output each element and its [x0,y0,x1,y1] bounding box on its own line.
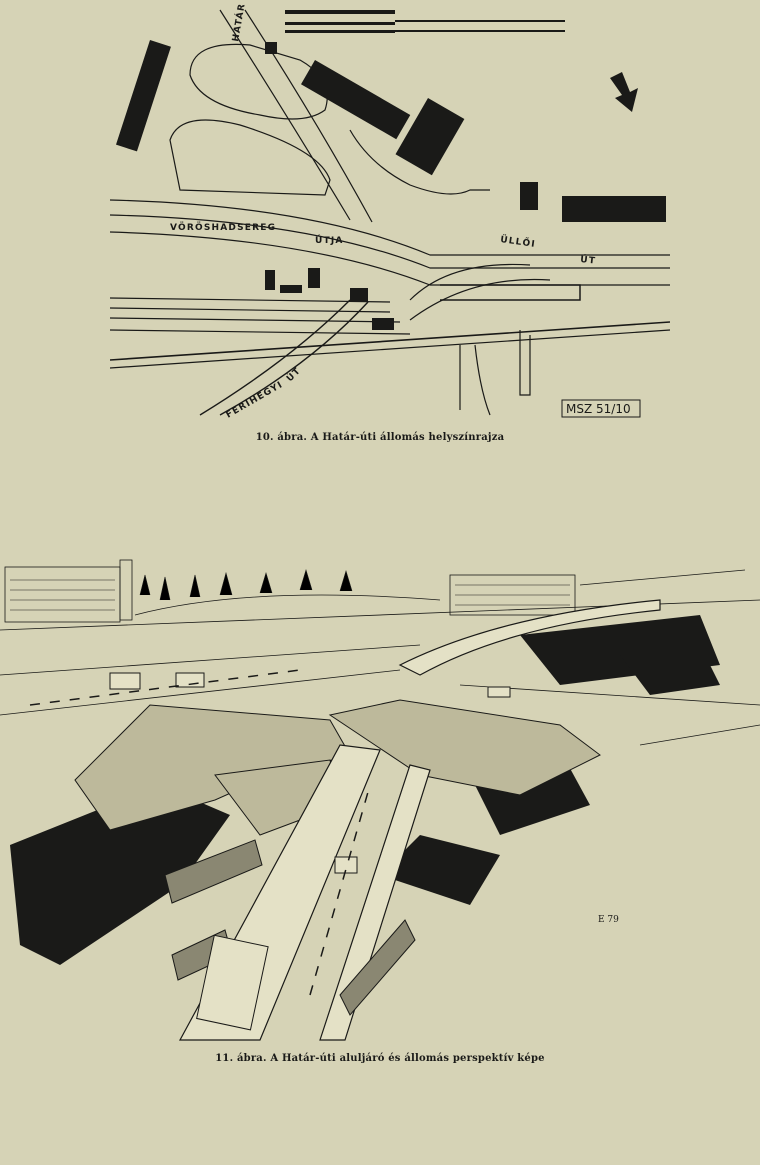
bus [196,934,269,1031]
building-block [116,40,171,152]
building-block [395,98,465,176]
car [334,856,358,874]
railway-diagram [285,10,395,14]
label-ulloi: ÜLLŐI [500,234,537,250]
label-ut: ÚT [580,253,597,267]
building-block [265,42,277,54]
building-block [265,270,275,290]
building-block [301,59,411,140]
overpass-road [319,764,431,1041]
metro-train [164,839,263,904]
road-edge-mid [109,214,670,269]
label-hatar: HATÁR [229,2,248,43]
north-arrow-icon [610,72,638,112]
excavation [620,645,720,695]
kiosk [109,672,141,690]
railway-diagram [395,20,565,22]
building-block [562,196,666,222]
label-ferihegyi: FERIHEGYI [225,380,286,420]
stamp-box [561,399,641,418]
excavation [380,835,500,905]
railway-diagram [285,30,395,33]
perspective-figure: E 79 [0,545,760,1045]
perspective-drawing [0,559,760,1041]
railway-diagram [395,30,565,32]
site-plan-figure: VÖRÖSHADSEREG ÚTJA ÜLLŐI ÚT FERIHEGYI ÚT… [109,0,671,421]
figure-11-caption: 11. ábra. A Határ-úti aluljáró és állomá… [215,1053,545,1064]
building-block [308,268,320,288]
site-plan-drawing: VÖRÖSHADSEREG ÚTJA ÜLLŐI ÚT FERIHEGYI ÚT… [109,2,671,421]
car [487,686,511,698]
overpass-road [398,599,661,676]
label-ferihegyi-ut: ÚT [284,364,304,384]
stamp-text: MSZ 51/10 [566,402,631,416]
road-edge-north [109,199,670,256]
building-block [372,318,394,330]
road-edge-south [109,231,670,286]
label-utja: ÚTJA [315,234,344,246]
artist-signature: E 79 [598,915,619,925]
metro-train [339,919,416,1016]
building-block [280,285,302,293]
excavation [10,785,230,965]
figure-10-caption: 10. ábra. A Határ-úti állomás helyszínra… [255,432,505,443]
apartment-building [449,574,576,616]
label-voroshadsereg: VÖRÖSHADSEREG [170,222,276,233]
building-block [520,182,538,210]
building-block [350,288,368,302]
apartment-building [4,566,121,623]
railway-diagram [285,22,395,25]
